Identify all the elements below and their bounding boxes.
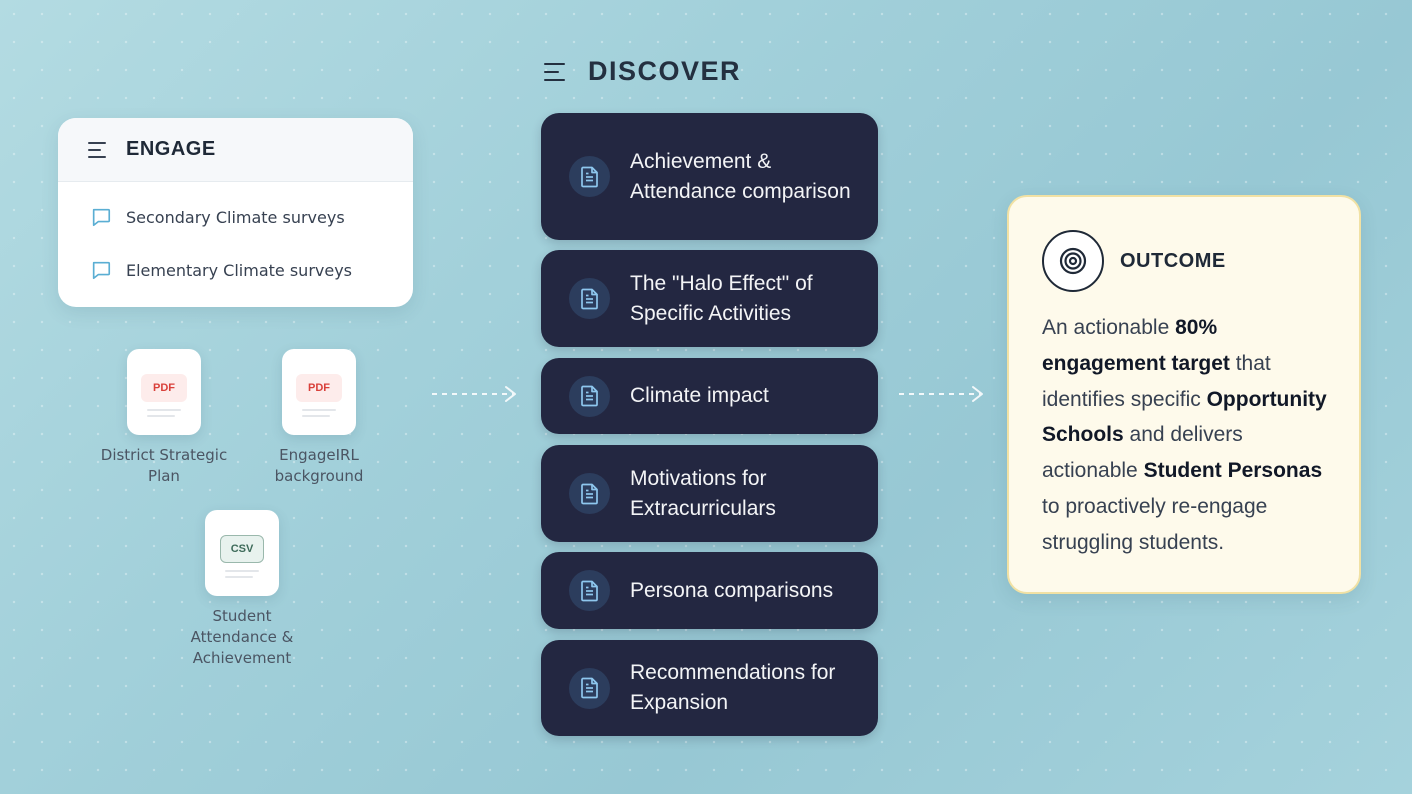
pdf-file-icon: PDF	[127, 349, 201, 435]
menu-lines-icon	[88, 141, 108, 158]
engage-card: ENGAGE Secondary Climate surveys Element…	[58, 118, 413, 307]
document-icon	[569, 570, 610, 611]
engage-title: ENGAGE	[126, 138, 216, 160]
opportunity-schools-highlight: Opportunity Schools	[1042, 387, 1327, 447]
discover-title: DISCOVER	[588, 56, 742, 86]
engage-header: ENGAGE	[58, 118, 413, 182]
file-district-strategic-plan[interactable]: PDF District Strategic Plan	[94, 349, 234, 487]
file-label: EngageIRL background	[274, 446, 364, 485]
pdf-file-icon: PDF	[282, 349, 356, 435]
discover-item-label: The "Halo Effect" of Specific Activities	[630, 271, 813, 325]
document-icon	[569, 278, 610, 319]
file-label: District Strategic Plan	[100, 446, 228, 485]
outcome-card: OUTCOME An actionable 80% engagement tar…	[1007, 195, 1361, 594]
engage-item-elementary[interactable]: Elementary Climate surveys	[90, 257, 413, 283]
engage-item-label: Elementary Climate surveys	[126, 260, 353, 280]
discover-item-motivations[interactable]: Motivations for Extracurriculars	[541, 445, 878, 542]
discover-item-label: Achievement & Attendance comparison	[630, 149, 851, 203]
csv-file-icon: CSV	[205, 510, 279, 596]
discover-item-achievement[interactable]: Achievement & Attendance comparison	[541, 113, 878, 240]
menu-lines-icon	[544, 62, 566, 81]
discover-item-persona-comparisons[interactable]: Persona comparisons	[541, 552, 878, 629]
csv-badge: CSV	[220, 535, 264, 563]
discover-item-halo-effect[interactable]: The "Halo Effect" of Specific Activities	[541, 250, 878, 347]
document-icon	[569, 375, 610, 417]
file-engageirl-background[interactable]: PDF EngageIRL background	[249, 349, 389, 487]
chat-bubble-icon	[92, 261, 111, 280]
discover-item-recommendations[interactable]: Recommendations for Expansion	[541, 640, 878, 736]
chat-bubble-icon	[92, 208, 111, 227]
target-icon	[1042, 230, 1104, 292]
discover-item-label: Persona comparisons	[630, 578, 834, 602]
outcome-description: An actionable 80% engagement target that…	[1042, 316, 1327, 554]
discover-item-label: Climate impact	[630, 384, 769, 407]
dashed-arrow-right-icon	[432, 386, 516, 402]
file-label: Student Attendance & Achievement	[190, 607, 294, 667]
student-personas-highlight: Student Personas	[1143, 459, 1323, 483]
discover-item-label: Motivations for Extracurriculars	[630, 466, 776, 520]
engage-item-secondary[interactable]: Secondary Climate surveys	[90, 204, 413, 230]
pdf-badge: PDF	[141, 374, 187, 402]
outcome-title: OUTCOME	[1120, 250, 1226, 272]
document-icon	[569, 473, 610, 514]
discover-item-climate-impact[interactable]: Climate impact	[541, 358, 878, 434]
engagement-target-highlight: 80% engagement target	[1042, 316, 1230, 375]
dashed-arrow-right-icon	[899, 386, 983, 402]
pdf-badge: PDF	[296, 374, 342, 402]
discover-item-label: Recommendations for Expansion	[630, 661, 836, 714]
document-icon	[569, 667, 610, 709]
file-student-attendance[interactable]: CSV Student Attendance & Achievement	[172, 510, 312, 669]
discover-header: DISCOVER	[544, 56, 741, 87]
engage-item-label: Secondary Climate surveys	[126, 207, 345, 227]
engage-list: Secondary Climate surveys Elementary Cli…	[58, 182, 413, 283]
document-icon	[569, 156, 610, 197]
